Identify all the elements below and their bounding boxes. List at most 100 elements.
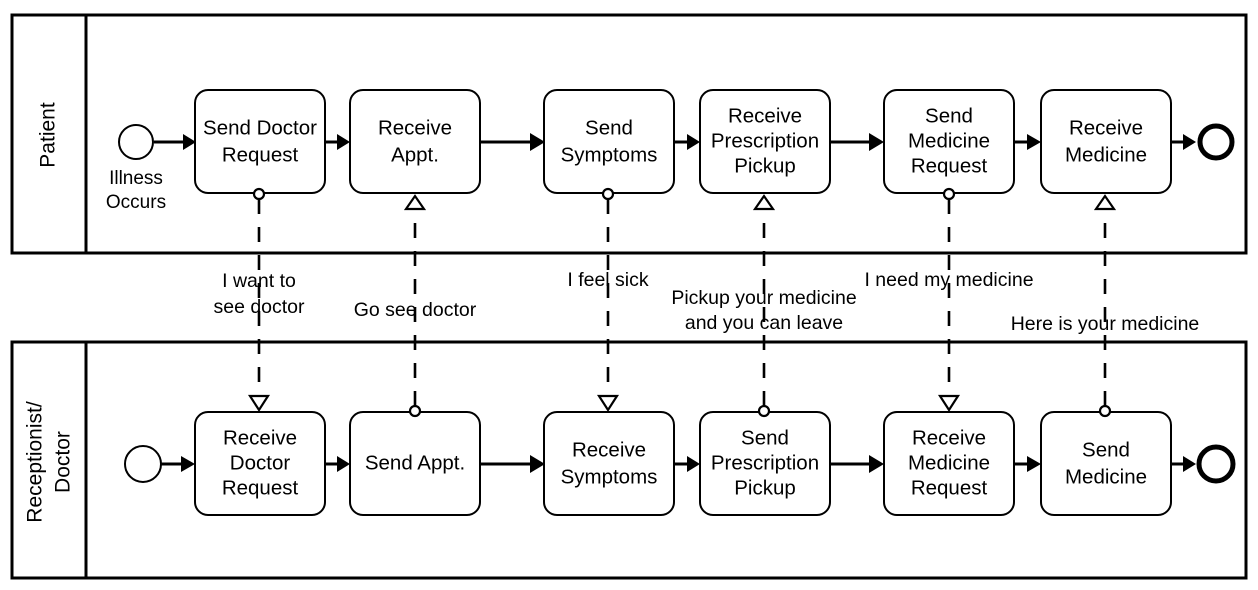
task-label-line3: Request [911, 154, 988, 177]
task-receive-doctor-request[interactable]: Receive Doctor Request [194, 411, 326, 516]
task-label-line2: Request [222, 143, 299, 166]
pool-receptionist-doctor-label-line1: Receptionist/ [24, 401, 47, 523]
start-event-receptionist[interactable] [124, 445, 162, 483]
sequence-flow-d3-to-d4 [674, 456, 700, 472]
task-receive-medicine-request[interactable]: Receive Medicine Request [883, 411, 1015, 516]
task-label-line2: Medicine [1065, 465, 1147, 488]
sequence-flow-d1-to-d2 [325, 456, 350, 472]
task-label-line3: Pickup [734, 476, 796, 499]
task-label-line3: Request [911, 476, 988, 499]
task-send-symptoms[interactable]: Send Symptoms [543, 89, 675, 194]
sequence-flow-p2-to-p3 [480, 133, 545, 151]
sequence-flow-d4-to-d5 [830, 455, 884, 473]
sequence-flow-p4-to-p5 [830, 133, 884, 151]
end-event-patient[interactable] [1197, 123, 1235, 161]
task-send-medicine[interactable]: Send Medicine [1040, 411, 1172, 516]
pool-patient-label: Patient [37, 102, 60, 168]
message-flow-source-marker [408, 404, 422, 418]
message-flow-source-marker [1098, 404, 1112, 418]
task-label-line2: Symptoms [561, 143, 658, 166]
task-label-line3: Pickup [734, 154, 796, 177]
pool-receptionist-doctor-label-line2: Doctor [52, 431, 75, 493]
task-send-appt[interactable]: Send Appt. [349, 411, 481, 516]
message-flow-label-line1: I feel sick [567, 269, 649, 291]
message-flow-i-want-to-see-doctor[interactable]: I want to see doctor [213, 187, 305, 413]
sequence-flow-p3-to-p4 [674, 134, 700, 150]
message-flow-source-marker [942, 187, 956, 201]
task-label-line1: Send [585, 116, 633, 139]
task-label-line2: Medicine [1065, 143, 1147, 166]
pool-patient[interactable]: Patient Illness Occurs Send Doctor Reque… [10, 13, 1248, 255]
message-flow-arrowhead [247, 394, 271, 413]
message-flow-arrowhead [752, 194, 776, 211]
message-flow-label-line2: and you can leave [685, 312, 843, 334]
task-label-line2: Prescription [711, 129, 819, 152]
start-event-illness-occurs[interactable]: Illness Occurs [106, 124, 166, 213]
message-flow-source-marker [252, 187, 266, 201]
end-event-circle [1197, 123, 1235, 161]
start-event-label-line2: Occurs [106, 192, 166, 213]
pool-border-overlay [12, 251, 1246, 344]
sequence-flow-d5-to-d6 [1014, 456, 1041, 472]
task-receive-prescription-pickup[interactable]: Receive Prescription Pickup [699, 89, 831, 194]
task-receive-medicine[interactable]: Receive Medicine [1040, 89, 1172, 194]
end-event-receptionist[interactable] [1196, 444, 1236, 484]
task-label-line1: Send Appt. [365, 451, 465, 474]
task-send-doctor-request[interactable]: Send Doctor Request [194, 89, 326, 194]
task-label-line1: Send [925, 104, 973, 127]
message-flow-arrowhead [403, 194, 427, 211]
message-flow-go-see-doctor[interactable]: Go see doctor [354, 194, 477, 418]
task-label-line2: Prescription [711, 451, 819, 474]
task-send-medicine-box [1040, 411, 1172, 516]
message-flow-i-feel-sick[interactable]: I feel sick [567, 187, 649, 413]
task-label-line2: Medicine [908, 451, 990, 474]
message-flow-arrowhead [1093, 194, 1117, 211]
message-flow-source-marker [757, 404, 771, 418]
sequence-flow-d2-to-d3 [480, 455, 545, 473]
task-receive-appt[interactable]: Receive Appt. [349, 89, 481, 194]
sequence-flow-p6-to-end [1171, 134, 1196, 150]
start-event-circle [124, 445, 162, 483]
message-flow-i-need-my-medicine[interactable]: I need my medicine [864, 187, 1034, 413]
message-flow-here-is-your-medicine[interactable]: Here is your medicine [1011, 194, 1200, 418]
task-send-doctor-request-box [194, 89, 326, 194]
message-flow-arrowhead [937, 394, 961, 413]
task-label-line2: Medicine [908, 129, 990, 152]
message-flow-label-line2: see doctor [213, 296, 305, 318]
task-label-line1: Send [741, 426, 789, 449]
start-event-label-line1: Illness [109, 168, 163, 189]
task-send-medicine-request[interactable]: Send Medicine Request [883, 89, 1015, 194]
task-label-line1: Receive [378, 116, 452, 139]
message-flow-label-line1: Pickup your medicine [671, 287, 856, 309]
sequence-flow-start-to-p1 [154, 134, 196, 150]
task-label-line1: Receive [223, 426, 297, 449]
task-label-line1: Send [1082, 438, 1130, 461]
task-label-line2: Symptoms [561, 465, 658, 488]
task-label-line1: Receive [1069, 116, 1143, 139]
task-label-line1: Send Doctor [203, 116, 317, 139]
sequence-flow-d6-to-end [1171, 456, 1196, 472]
task-label-line1: Receive [572, 438, 646, 461]
message-flow-source-marker [601, 187, 615, 201]
sequence-flow-p1-to-p2 [325, 134, 350, 150]
message-flow-label-line1: I need my medicine [864, 269, 1033, 291]
task-send-symptoms-box [543, 89, 675, 194]
sequence-flow-p5-to-p6 [1014, 134, 1041, 150]
message-flow-label-line1: Go see doctor [354, 299, 477, 321]
task-label-line2: Appt. [391, 143, 439, 166]
task-receive-symptoms-box [543, 411, 675, 516]
message-flow-pickup-your-medicine[interactable]: Pickup your medicine and you can leave [671, 194, 857, 418]
task-send-prescription-pickup[interactable]: Send Prescription Pickup [699, 411, 831, 516]
task-label-line1: Receive [728, 104, 802, 127]
task-label-line1: Receive [912, 426, 986, 449]
pool-receptionist-doctor[interactable]: Receptionist/ Doctor Receive Doctor Requ… [10, 340, 1248, 580]
task-receive-appt-box [349, 89, 481, 194]
task-receive-medicine-box [1040, 89, 1172, 194]
task-receive-symptoms[interactable]: Receive Symptoms [543, 411, 675, 516]
sequence-flow-start-to-d1 [161, 456, 195, 472]
task-label-line2: Doctor [230, 451, 291, 474]
task-label-line3: Request [222, 476, 299, 499]
start-event-circle [118, 124, 154, 160]
message-flow-label-line1: I want to [222, 270, 296, 292]
